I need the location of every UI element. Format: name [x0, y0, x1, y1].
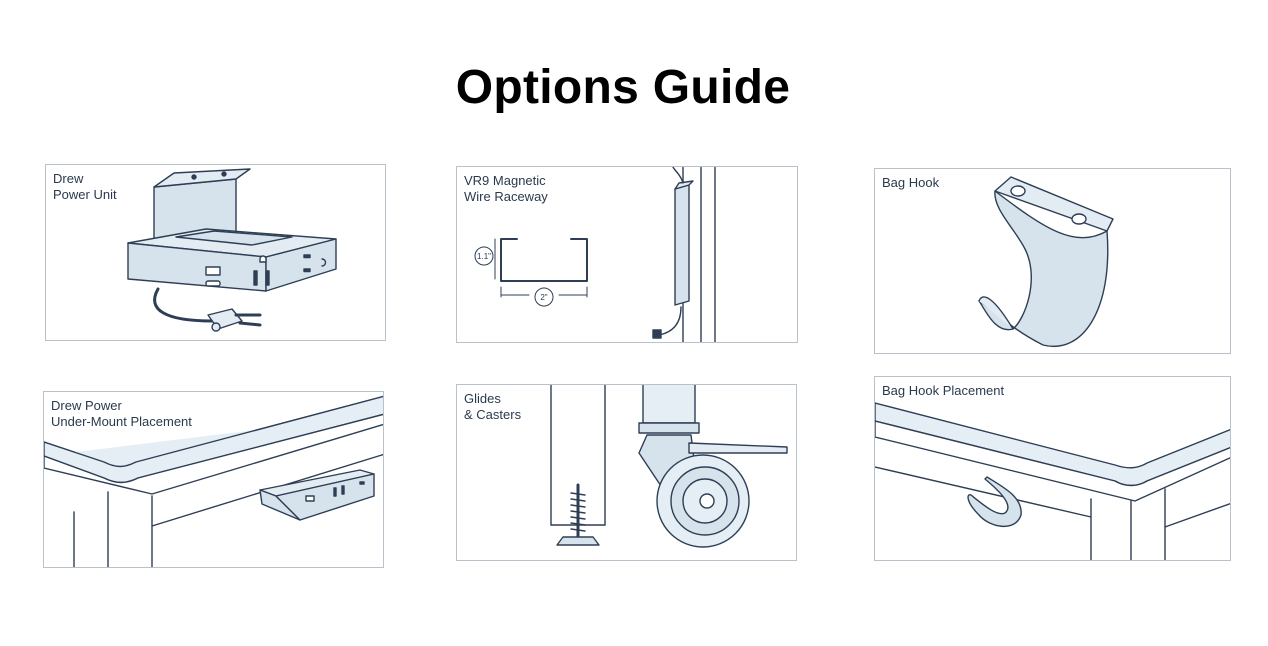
- panel-drew-power-placement: Drew Power Under-Mount Placement: [43, 391, 384, 568]
- panel-drew-power-unit: Drew Power Unit: [45, 164, 386, 341]
- panel-label: Drew Power Unit: [53, 171, 117, 202]
- under-mount-illustration: [44, 395, 383, 567]
- power-unit-illustration: [127, 168, 337, 332]
- panel-glides-casters: Glides & Casters: [456, 384, 797, 561]
- panel-bag-hook: Bag Hook: [874, 168, 1231, 354]
- panel-label: Glides & Casters: [464, 391, 522, 422]
- panel-label: VR9 Magnetic Wire Raceway: [464, 173, 548, 204]
- raceway-illustration: 1.1" 2": [474, 167, 716, 342]
- panel-label: Bag Hook: [882, 175, 940, 190]
- glides-casters-illustration: [550, 385, 788, 548]
- page-title: Options Guide: [455, 61, 791, 114]
- panel-vr9-wire-raceway: VR9 Magnetic Wire Raceway 1.1": [456, 166, 798, 343]
- dim-width-label: 2": [540, 293, 547, 302]
- bag-hook-placement-illustration: [875, 402, 1230, 560]
- panel-label: Bag Hook Placement: [882, 383, 1005, 398]
- panel-bag-hook-placement: Bag Hook Placement: [874, 376, 1231, 561]
- dim-height-label: 1.1": [477, 252, 491, 261]
- panel-label: Drew Power Under-Mount Placement: [51, 398, 192, 429]
- bag-hook-illustration: [978, 176, 1114, 347]
